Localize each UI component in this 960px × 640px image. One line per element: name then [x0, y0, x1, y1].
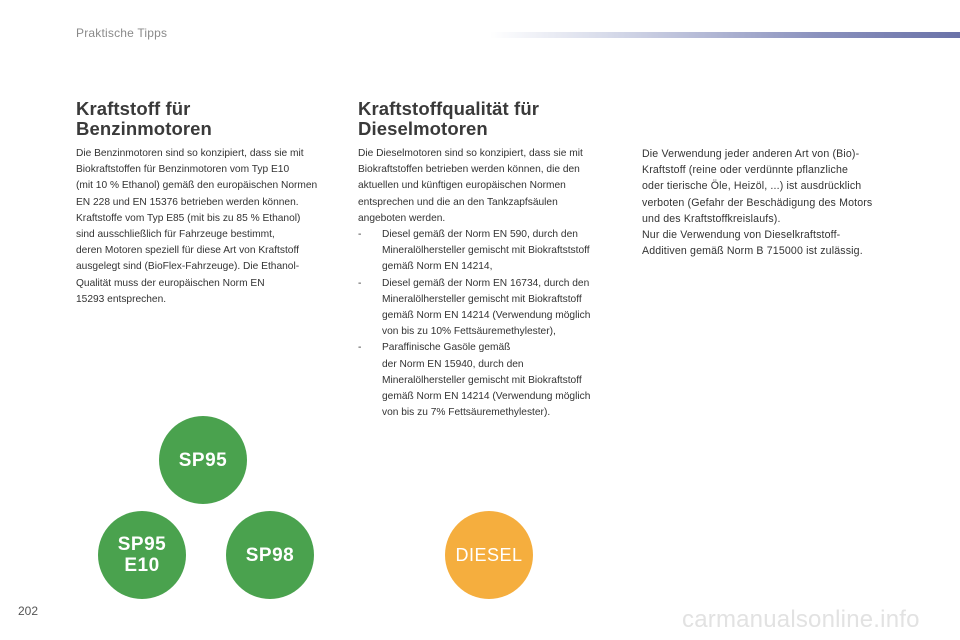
petrol-heading-line-1: Kraftstoff für — [76, 98, 191, 119]
text-line: gemäß Norm EN 14214 (Verwendung möglich — [382, 310, 591, 322]
text-line: gemäß Norm EN 14214 (Verwendung möglich — [382, 391, 591, 403]
sp95-label: SP95 — [178, 449, 228, 471]
text-line: entsprechen und die an den Tankzapfsäule… — [358, 196, 558, 208]
diesel-heading: Kraftstoffqualität für Dieselmotoren — [358, 99, 618, 139]
diesel-label: DIESEL — [455, 544, 523, 565]
text-line: Diesel gemäß der Norm EN 16734, durch de… — [382, 277, 590, 289]
bullet-dash: - — [358, 342, 362, 354]
text-line: verboten (Gefahr der Beschädigung des Mo… — [642, 196, 873, 209]
text-line: Mineralölhersteller gemischt mit Biokraf… — [382, 293, 582, 305]
text-line: von bis zu 7% Fettsäuremethylester). — [382, 407, 551, 419]
diesel-paragraph: Die Dieselmotoren sind so konzipiert, da… — [358, 146, 628, 421]
list-item: - Diesel gemäß der Norm EN 590, durch de… — [358, 227, 628, 276]
list-item: - Paraffinische Gasöle gemäß der Norm EN… — [358, 340, 628, 421]
petrol-paragraph: Die Benzinmotoren sind so konzipiert, da… — [76, 146, 344, 308]
bullet-dash: - — [358, 229, 362, 241]
text-line: Diesel gemäß der Norm EN 590, durch den — [382, 229, 578, 241]
text-line: (mit 10 % Ethanol) gemäß den europäische… — [76, 180, 318, 192]
sp95-e10-fuel-badge: SP95 E10 — [98, 511, 186, 599]
diesel-heading-line-1: Kraftstoffqualität für — [358, 98, 540, 119]
diesel-fuel-badge: DIESEL — [445, 511, 533, 599]
text-line: EN 228 und EN 15376 betrieben werden kön… — [76, 196, 299, 208]
bullet-dash: - — [358, 277, 362, 289]
text-line: Nur die Verwendung von Dieselkraftstoff- — [642, 229, 841, 242]
text-line: ausgelegt sind (BioFlex-Fahrzeuge). Die … — [76, 261, 300, 273]
text-line: deren Motoren speziell für diese Art von… — [76, 245, 299, 257]
text-line: aktuellen und künftigen europäischen Nor… — [358, 180, 566, 192]
list-item: - Diesel gemäß der Norm EN 16734, durch … — [358, 276, 628, 341]
watermark: carmanualsonline.info — [682, 606, 920, 633]
text-line: sind ausschließlich für Fahrzeuge bestim… — [76, 229, 275, 241]
sp95-e10-label-line-2: E10 — [124, 555, 160, 576]
sp95-fuel-badge: SP95 — [159, 416, 247, 504]
text-line: und des Kraftstoffkreislaufs). — [642, 212, 781, 225]
sp98-label: SP98 — [245, 544, 295, 566]
text-line: Mineralölhersteller gemischt mit Biokraf… — [382, 245, 590, 257]
header-accent-bar — [490, 32, 960, 38]
text-line: Die Benzinmotoren sind so konzipiert, da… — [76, 148, 304, 159]
page-number: 202 — [18, 604, 39, 618]
sp95-e10-label-line-1: SP95 — [117, 534, 167, 555]
text-line: Biokraftstoffen für Benzinmotoren vom Ty… — [76, 164, 290, 176]
text-line: Kraftstoffe vom Typ E85 (mit bis zu 85 %… — [76, 212, 301, 224]
text-line: Kraftstoff (reine oder verdünnte pflanzl… — [642, 164, 849, 177]
text-line: Die Verwendung jeder anderen Art von (Bi… — [642, 148, 860, 160]
text-line: gemäß Norm EN 14214, — [382, 261, 493, 273]
petrol-heading-line-2: Benzinmotoren — [76, 118, 212, 139]
text-line: Die Dieselmotoren sind so konzipiert, da… — [358, 148, 583, 159]
diesel-warning-paragraph: Die Verwendung jeder anderen Art von (Bi… — [642, 146, 912, 259]
text-line: 15293 entsprechen. — [76, 293, 167, 305]
sp98-fuel-badge: SP98 — [226, 511, 314, 599]
diesel-heading-line-2: Dieselmotoren — [358, 118, 488, 139]
diesel-fuel-list: - Diesel gemäß der Norm EN 590, durch de… — [358, 227, 628, 421]
text-line: Paraffinische Gasöle gemäß — [382, 342, 511, 354]
text-line: Additiven gemäß Norm B 715000 ist zuläss… — [642, 245, 863, 258]
text-line: Biokraftstoffen betrieben werden können,… — [358, 164, 580, 176]
petrol-heading: Kraftstoff für Benzinmotoren — [76, 99, 336, 139]
text-line: oder tierische Öle, Heizöl, ...) ist aus… — [642, 180, 862, 193]
text-line: von bis zu 10% Fettsäuremethylester), — [382, 326, 556, 338]
section-title: Praktische Tipps — [76, 26, 168, 40]
text-line: angeboten werden. — [358, 212, 446, 224]
text-line: Mineralölhersteller gemischt mit Biokraf… — [382, 374, 582, 386]
text-line: Qualität muss der europäischen Norm EN — [76, 277, 265, 289]
text-line: der Norm EN 15940, durch den — [382, 358, 524, 370]
